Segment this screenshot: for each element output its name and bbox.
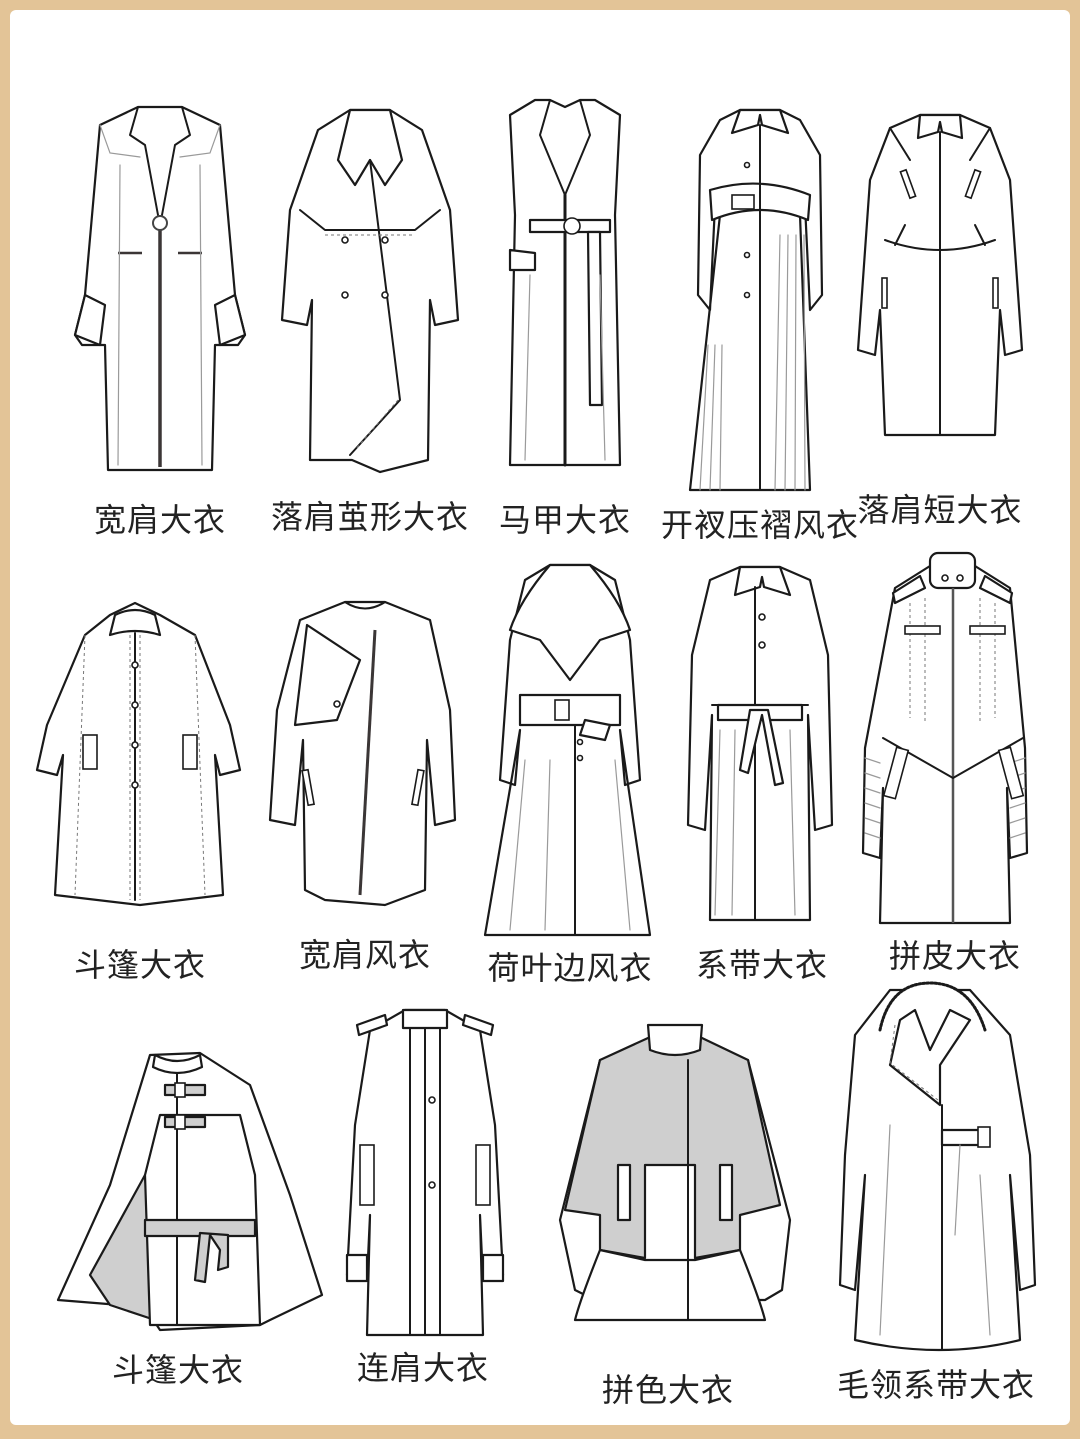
style-label: 连肩大衣 (356, 1349, 490, 1387)
style-label: 开衩压褶风衣 (660, 506, 860, 544)
wide-shoulder-trench-illustration (268, 600, 457, 907)
coat-cape-1: 斗篷大衣 (35, 595, 245, 984)
style-label: 斗篷大衣 (73, 946, 207, 984)
fur-collar-coat-illustration (838, 981, 1037, 1352)
buckle-cape-illustration (56, 1051, 324, 1332)
style-label: 毛领系带大衣 (836, 1366, 1036, 1404)
ruffle-trench-illustration (483, 563, 652, 937)
style-label: 荷叶边风衣 (487, 949, 653, 987)
coat-color-block: 拼色大衣 (550, 1020, 792, 1409)
style-label: 马甲大衣 (498, 501, 632, 539)
pleated-trench-illustration (688, 108, 824, 492)
coat-fur-collar-belted: 毛领系带大衣 (830, 975, 1050, 1404)
coat-cape-2: 斗篷大衣 (50, 1045, 330, 1395)
coat-raglan: 连肩大衣 (325, 1005, 525, 1387)
style-label: 落肩短大衣 (857, 491, 1023, 529)
cape-coat-illustration (35, 601, 242, 907)
style-label: 系带大衣 (695, 946, 829, 984)
short-coat-illustration (856, 113, 1024, 437)
coat-leather-panel: 拼皮大衣 (861, 548, 1045, 975)
coat-slit-pleated-trench: 开衩压褶风衣 (661, 95, 858, 544)
leather-panel-coat-illustration (861, 551, 1029, 925)
coat-drop-shoulder-cocoon: 落肩茧形大衣 (270, 100, 470, 536)
coat-tie-belt: 系带大衣 (680, 555, 840, 984)
cocoon-coat-illustration (280, 108, 460, 474)
style-label: 宽肩风衣 (298, 936, 432, 974)
style-label: 拼皮大衣 (888, 937, 1022, 975)
coat-wide-shoulder: 宽肩大衣 (60, 95, 260, 539)
wide-shoulder-coat-illustration (73, 105, 247, 472)
tie-belt-coat-illustration (686, 565, 834, 922)
coat-vest: 马甲大衣 (490, 95, 640, 539)
vest-coat-illustration (508, 98, 622, 467)
color-block-coat-illustration (558, 1023, 792, 1322)
trench-wide-shoulder: 宽肩风衣 (265, 590, 465, 974)
style-label: 宽肩大衣 (93, 501, 227, 539)
style-label: 拼色大衣 (601, 1371, 735, 1409)
style-label: 落肩茧形大衣 (270, 498, 470, 536)
raglan-coat-illustration (345, 1008, 505, 1337)
style-label: 斗篷大衣 (111, 1351, 245, 1389)
trench-ruffle: 荷叶边风衣 (480, 560, 660, 987)
coat-drop-shoulder-short: 落肩短大衣 (850, 100, 1030, 529)
